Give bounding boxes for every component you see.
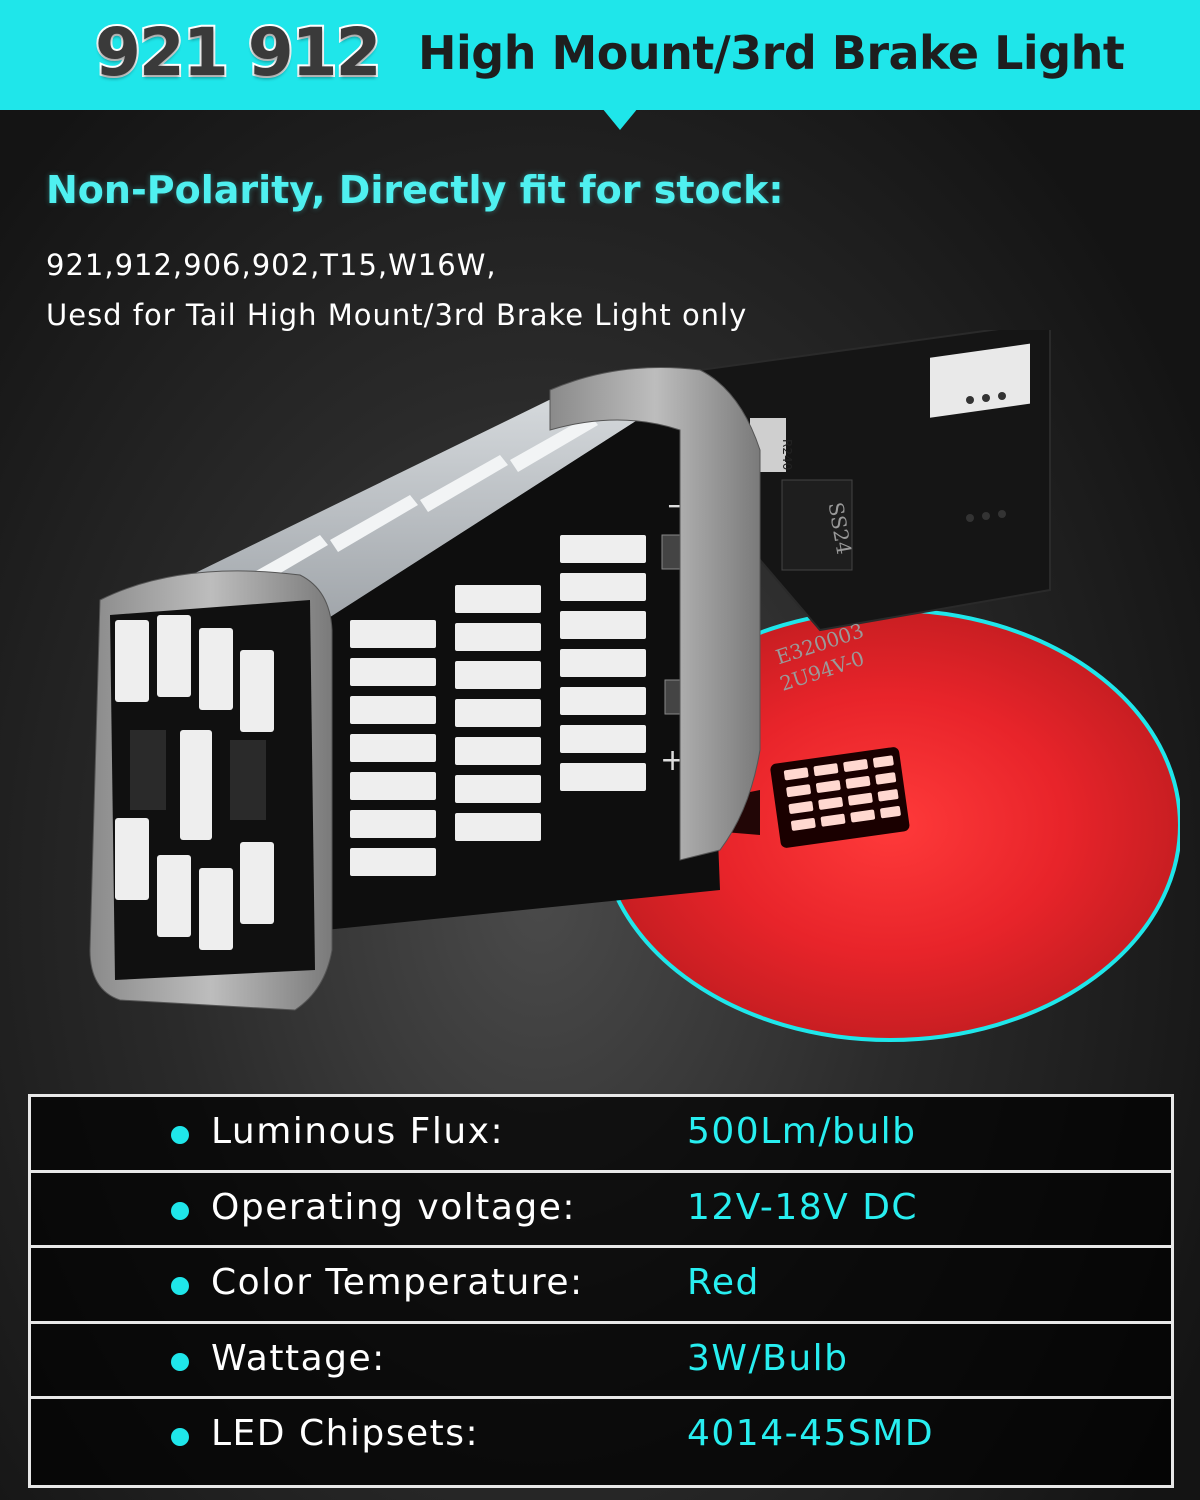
spec-row-luminous-flux: Luminous Flux: 500Lm/bulb bbox=[31, 1097, 1171, 1173]
specs-table: Luminous Flux: 500Lm/bulb Operating volt… bbox=[28, 1094, 1174, 1488]
rear-collar bbox=[549, 367, 761, 861]
banner-pointer bbox=[602, 108, 638, 130]
fitment-heading: Non-Polarity, Directly fit for stock: bbox=[46, 168, 784, 212]
spec-value: 3W/Bulb bbox=[687, 1337, 849, 1379]
spec-label: LED Chipsets: bbox=[211, 1413, 480, 1455]
spec-label: Luminous Flux: bbox=[211, 1111, 505, 1152]
spec-value: 4014-45SMD bbox=[687, 1413, 935, 1455]
resistor-marking: R240 bbox=[780, 439, 794, 470]
spec-value: Red bbox=[687, 1262, 760, 1304]
spec-label: Wattage: bbox=[211, 1337, 386, 1379]
spec-label: Color Temperature: bbox=[211, 1262, 584, 1304]
spec-row-operating-voltage: Operating voltage: 12V-18V DC bbox=[31, 1173, 1171, 1249]
bullet-icon bbox=[171, 1428, 189, 1447]
led-bulb-illustration: R240 SS24 E320003 2U94V-0 − + bbox=[89, 330, 1180, 1042]
bullet-icon bbox=[171, 1277, 189, 1296]
bullet-icon bbox=[171, 1201, 189, 1220]
spec-label: Operating voltage: bbox=[211, 1186, 577, 1228]
usage-note: Uesd for Tail High Mount/3rd Brake Light… bbox=[46, 298, 748, 332]
spec-row-wattage: Wattage: 3W/Bulb bbox=[31, 1324, 1171, 1400]
bullet-icon bbox=[171, 1126, 189, 1144]
led-array-front bbox=[115, 615, 274, 950]
spec-row-color-temperature: Color Temperature: Red bbox=[31, 1248, 1171, 1324]
spec-value: 500Lm/bulb bbox=[687, 1111, 917, 1152]
header-banner bbox=[0, 0, 1200, 110]
spec-row-led-chipsets: LED Chipsets: 4014-45SMD bbox=[31, 1399, 1171, 1475]
compatible-bulbs: 921,912,906,902,T15,W16W, bbox=[46, 248, 497, 282]
banner-title: High Mount/3rd Brake Light bbox=[418, 26, 1125, 80]
bullet-icon bbox=[171, 1352, 189, 1371]
model-number: 921 912 bbox=[93, 12, 384, 93]
spec-value: 12V-18V DC bbox=[687, 1186, 919, 1228]
front-end-cap bbox=[89, 570, 333, 1011]
led-array-side bbox=[350, 535, 646, 876]
